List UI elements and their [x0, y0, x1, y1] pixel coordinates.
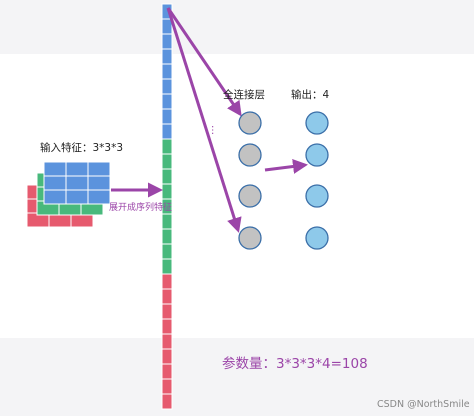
fc-node	[238, 111, 262, 135]
vector-cell-green	[161, 183, 173, 200]
fc-node	[238, 226, 262, 250]
vector-cell-green	[161, 243, 173, 260]
ellipsis-dots: …	[209, 125, 220, 135]
connection-arrows	[111, 7, 308, 233]
vector-cell-blue	[161, 78, 173, 95]
input-cell-blue	[87, 175, 111, 191]
vector-cell-red	[161, 378, 173, 395]
vector-cell-blue	[161, 48, 173, 65]
vector-cell-green	[161, 153, 173, 170]
input-cell-blue	[87, 161, 111, 177]
output-node	[305, 143, 329, 167]
output-node	[305, 226, 329, 250]
vector-cell-blue	[161, 63, 173, 80]
vector-cell-blue	[161, 123, 173, 140]
output-label: 输出：4	[291, 89, 330, 101]
vector-cell-blue	[161, 93, 173, 110]
fc-node	[238, 143, 262, 167]
input-cell-blue	[43, 189, 67, 205]
input-cell-blue	[65, 175, 89, 191]
vector-cell-green	[161, 168, 173, 185]
fc-node	[238, 184, 262, 208]
vector-cell-blue	[161, 108, 173, 125]
vector-cell-red	[161, 318, 173, 335]
fc-arrow-1	[166, 7, 242, 117]
vector-cell-green	[161, 258, 173, 275]
input-cell-blue	[43, 161, 67, 177]
vector-cell-green	[161, 138, 173, 155]
input-cell-blue	[87, 189, 111, 205]
input-cell-blue	[65, 161, 89, 177]
vector-cell-blue	[161, 33, 173, 50]
input-cell-blue	[43, 175, 67, 191]
vector-cell-red	[161, 363, 173, 380]
input-features-label: 输入特征：3*3*3	[40, 142, 124, 154]
params-label: 参数量：3*3*3*4=108	[222, 356, 368, 372]
vector-cell-red	[161, 333, 173, 350]
vector-cell-blue	[161, 18, 173, 35]
flatten-label: 展开成序列特征	[109, 203, 173, 213]
fc-layer-label: 全连接层	[223, 89, 265, 101]
flattened-feature-vector	[161, 3, 173, 410]
vector-cell-red	[161, 303, 173, 320]
fc-output-arrow	[264, 159, 308, 174]
vector-cell-red	[161, 348, 173, 365]
vector-cell-red	[161, 273, 173, 290]
fc-layer-nodes	[238, 111, 262, 250]
fc-arrow-2	[166, 7, 242, 233]
output-nodes	[305, 111, 329, 250]
vector-cell-green	[161, 213, 173, 230]
output-node	[305, 184, 329, 208]
vector-cell-red	[161, 288, 173, 305]
vector-cell-red	[161, 393, 173, 410]
input-cell-blue	[65, 189, 89, 205]
watermark: CSDN @NorthSmile	[377, 399, 470, 410]
output-node	[305, 111, 329, 135]
vector-cell-green	[161, 228, 173, 245]
input-tensor	[26, 161, 111, 228]
